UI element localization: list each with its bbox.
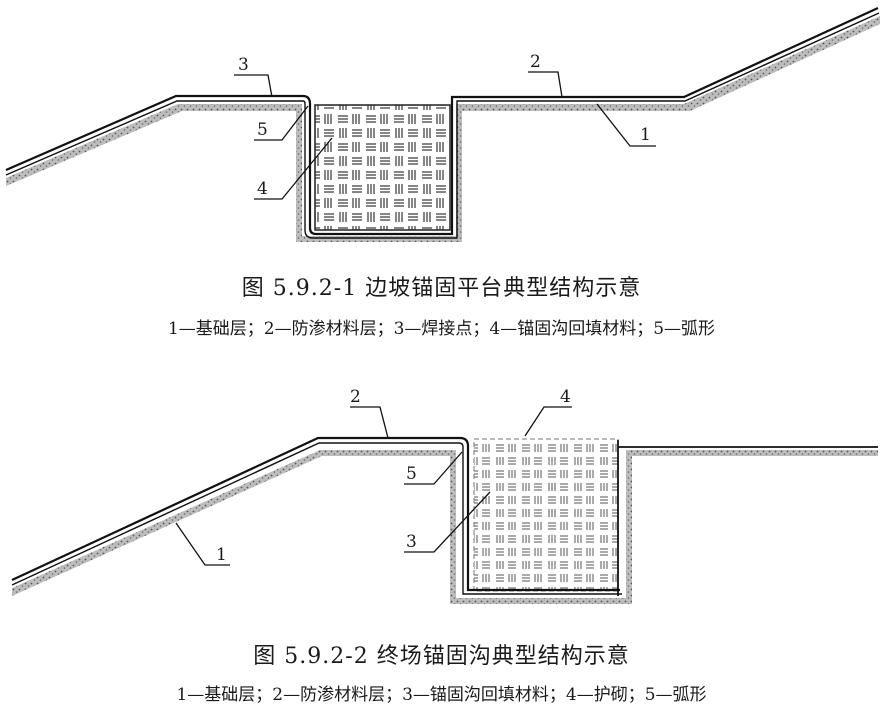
figure2-label-5: 5 <box>406 464 417 484</box>
figure2-liner <box>11 436 620 592</box>
figure1-label-2: 2 <box>530 52 541 72</box>
figure2-legend: 1—基础层；2—防渗材料层；3—锚固沟回填材料；4—护砌；5—弧形 <box>176 685 707 705</box>
figure2-trench-backfill <box>473 438 619 592</box>
figure2-label-1: 1 <box>216 545 227 565</box>
figure1-diagram: 3 2 1 5 4 <box>5 7 880 242</box>
figure2-label-2: 2 <box>350 387 361 407</box>
figure1-label-1: 1 <box>640 125 651 145</box>
figure1-legend: 1—基础层；2—防渗材料层；3—焊接点；4—锚固沟回填材料；5—弧形 <box>167 319 716 339</box>
figure1-label-4: 4 <box>257 179 268 199</box>
figure1-label-5: 5 <box>257 120 268 140</box>
figure1-caption: 图 5.9.2-1 边坡锚固平台典型结构示意 <box>241 276 642 301</box>
figure2-caption: 图 5.9.2-2 终场锚固沟典型结构示意 <box>253 644 630 669</box>
figure1-label-3: 3 <box>238 55 249 75</box>
figure1-trench-backfill <box>314 104 451 231</box>
figure2-label-4: 4 <box>560 387 571 407</box>
figure2-foundation-layer <box>12 450 878 604</box>
figure1-liner <box>5 7 879 236</box>
figure2-diagram: 2 4 1 5 3 <box>11 387 878 604</box>
figure2-label-3: 3 <box>406 532 417 552</box>
